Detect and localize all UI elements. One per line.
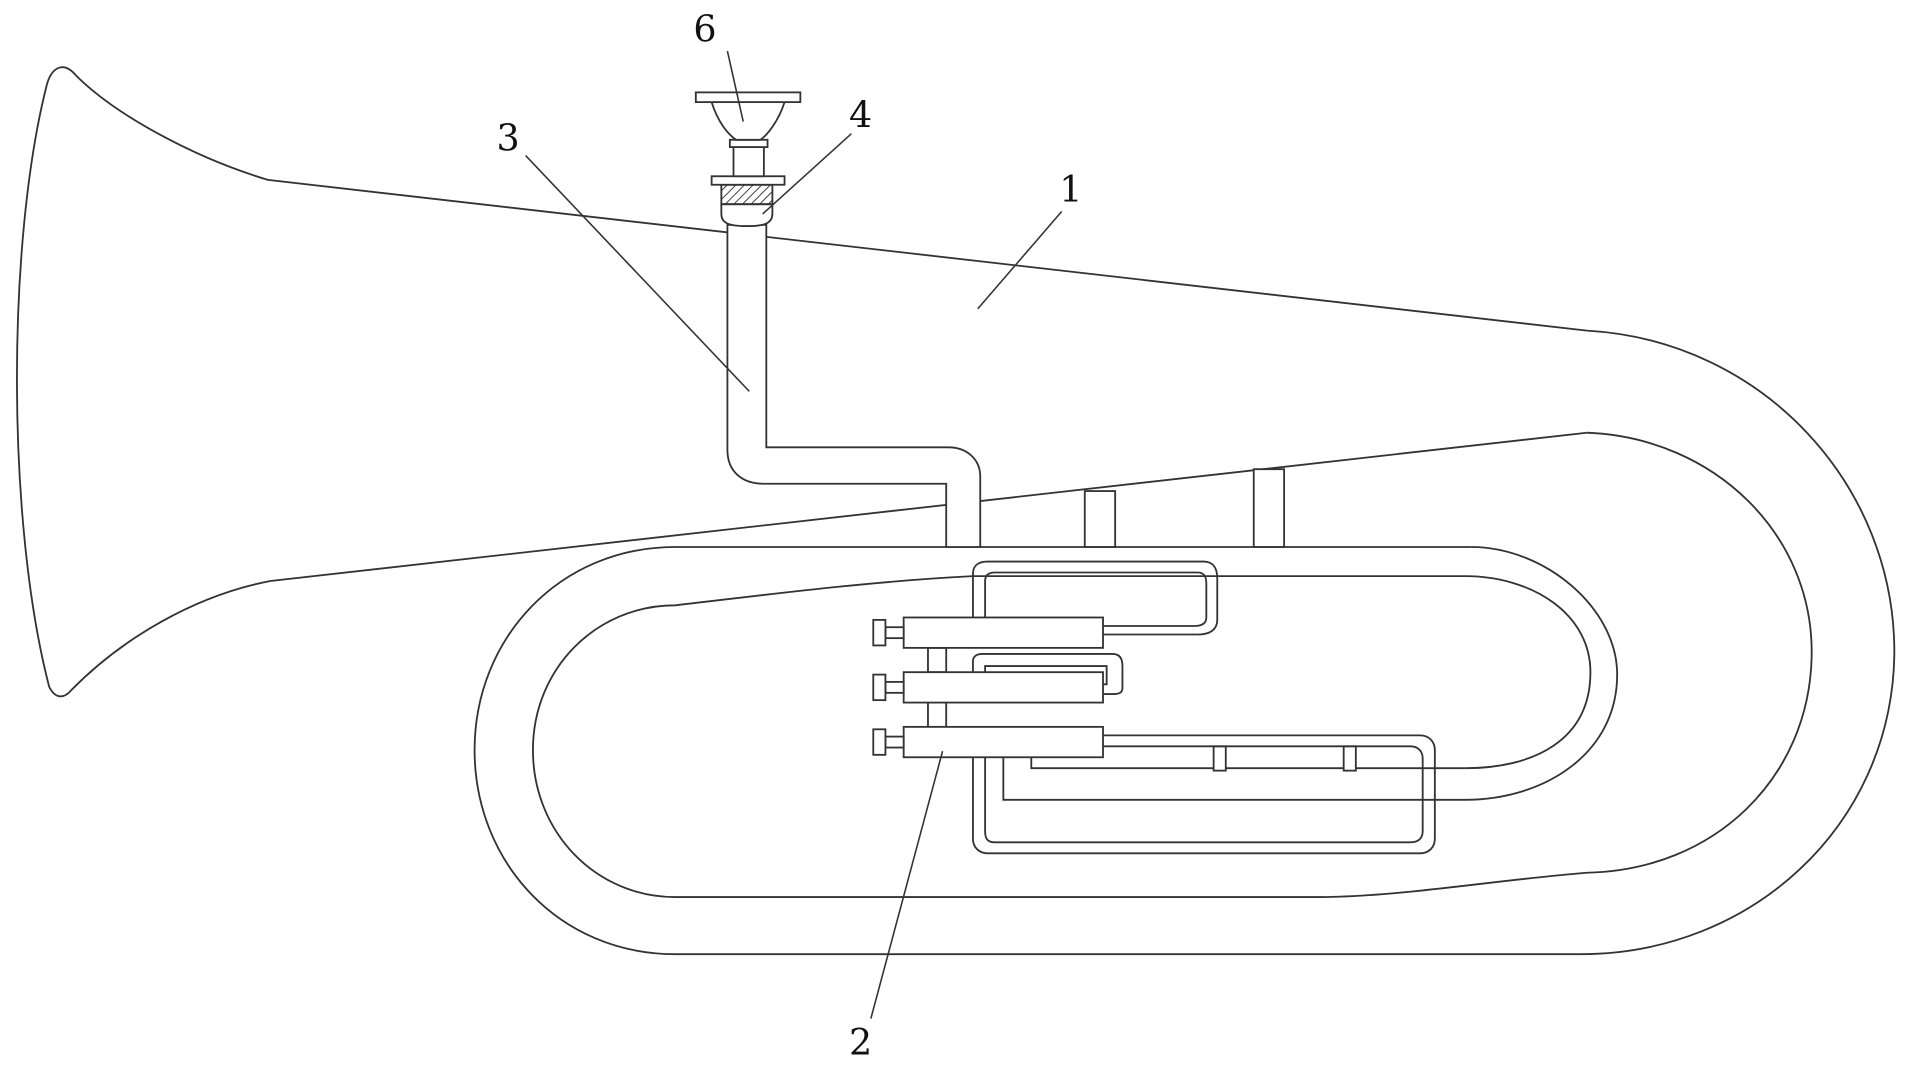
lead-pipe <box>727 225 980 547</box>
callouts: 6 4 3 1 2 <box>496 7 1082 1064</box>
label-valves: 2 <box>849 1021 872 1064</box>
label-mouthpiece: 6 <box>693 7 716 50</box>
bell <box>17 67 1587 696</box>
valves <box>873 617 1103 757</box>
label-bell: 1 <box>1059 168 1082 211</box>
valve-1 <box>873 617 1103 647</box>
main-tube-loop <box>475 331 1895 955</box>
label-connector: 4 <box>849 94 872 137</box>
valve-slides <box>973 562 1435 854</box>
braces <box>1085 469 1356 770</box>
connector-thread <box>721 185 772 204</box>
valve-2 <box>873 672 1103 702</box>
mouthpiece-assembly <box>696 92 801 226</box>
valve-3 <box>873 727 1103 757</box>
label-lead-pipe: 3 <box>496 117 519 160</box>
